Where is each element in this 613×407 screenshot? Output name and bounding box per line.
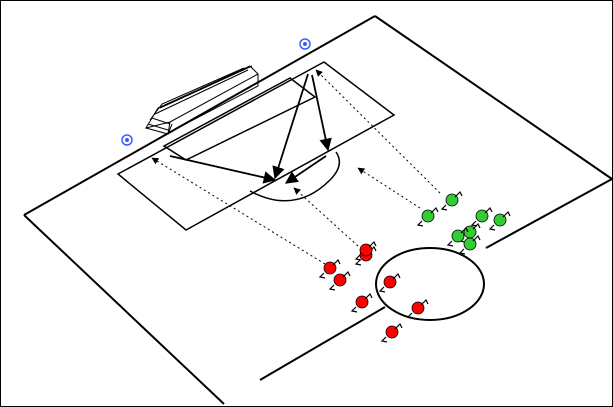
cones	[121, 38, 311, 146]
red-player	[328, 270, 351, 291]
centre-circle	[375, 247, 485, 321]
halfway-line	[485, 178, 613, 249]
green-player	[488, 210, 511, 231]
halfway-line-lower	[259, 306, 386, 381]
cone-icon	[121, 134, 133, 146]
red-player	[318, 258, 341, 279]
goal	[144, 65, 259, 135]
green-player	[416, 206, 439, 227]
penalty-box	[116, 61, 396, 231]
run-arrows	[151, 69, 441, 265]
red-player	[406, 298, 429, 319]
players	[318, 190, 511, 343]
red-player	[350, 292, 373, 313]
run-arrow	[151, 157, 326, 265]
pitch-lines	[23, 15, 613, 405]
pass-arrow	[284, 155, 327, 184]
goal-area	[162, 77, 317, 161]
green-player	[470, 206, 493, 227]
green-player	[440, 190, 463, 211]
run-arrow	[293, 187, 359, 247]
run-arrow	[357, 167, 421, 209]
pitch-top-line	[23, 15, 376, 216]
pitch-right-line	[374, 15, 613, 180]
pass-arrow	[169, 155, 277, 184]
run-arrow	[315, 69, 441, 194]
green-player	[446, 226, 469, 247]
pass-arrow	[311, 74, 332, 152]
pitch-left-line	[23, 214, 225, 405]
cone-icon	[299, 38, 311, 50]
green-player	[458, 234, 481, 255]
pass-arrows	[169, 73, 332, 184]
red-player	[354, 240, 377, 261]
red-player	[378, 272, 401, 293]
red-player	[380, 322, 403, 343]
penalty-arc	[249, 151, 341, 202]
pass-arrow	[272, 73, 309, 180]
